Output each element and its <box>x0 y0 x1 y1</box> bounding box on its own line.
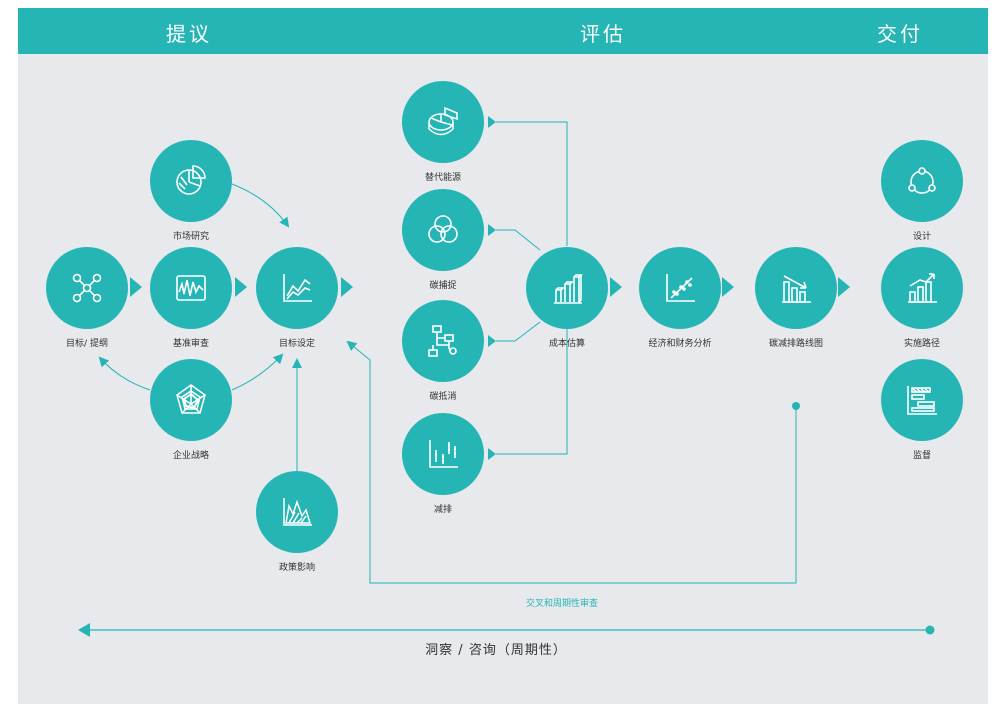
node-design[interactable] <box>881 140 963 222</box>
node-label: 政策影响 <box>278 563 316 573</box>
node-label: 经济和财务分析 <box>648 339 712 349</box>
chevron-arrow <box>722 277 734 297</box>
small-arrow <box>488 116 496 128</box>
node-implementation-path[interactable] <box>881 247 963 329</box>
chevron-arrow <box>341 277 353 297</box>
small-arrow <box>488 224 496 236</box>
node-label: 基准审查 <box>172 339 210 349</box>
rising-bar-icon <box>908 273 937 303</box>
phase-title-propose: 提议 <box>166 22 212 46</box>
node-label: 目标/ 提纲 <box>66 339 108 349</box>
node-label: 实施路径 <box>903 339 941 349</box>
cross-review-label: 交叉和周期性审查 <box>525 599 599 609</box>
node-label: 减排 <box>433 505 453 515</box>
node-carbon-offset[interactable] <box>402 300 484 382</box>
node-label: 碳抵消 <box>429 392 457 402</box>
edge-cross-review-loop <box>346 340 797 584</box>
small-arrow <box>488 335 496 347</box>
pie-chart-icon <box>176 165 206 195</box>
node-supervision[interactable] <box>881 359 963 441</box>
edge-strategy-to-target <box>231 353 284 391</box>
node-goals-outline[interactable] <box>46 247 128 329</box>
node-cost-estimate[interactable] <box>526 247 608 329</box>
node-economic-financial-analysis[interactable] <box>639 247 721 329</box>
chevron-arrow <box>235 277 247 297</box>
node-baseline-review[interactable] <box>150 247 232 329</box>
node-label: 市场研究 <box>172 232 210 242</box>
node-label: 目标设定 <box>278 339 316 349</box>
phase-title-assess: 评估 <box>580 22 626 46</box>
edge-reduction-to-cost <box>496 328 568 455</box>
node-emission-reduction[interactable] <box>402 413 484 495</box>
node-carbon-reduction-roadmap[interactable] <box>755 247 837 329</box>
node-policy-impact[interactable] <box>256 471 338 553</box>
small-arrow <box>488 448 496 460</box>
waveform-icon <box>176 275 206 301</box>
chevron-arrow <box>610 277 622 297</box>
node-target-setting[interactable] <box>256 247 338 329</box>
node-label: 监督 <box>912 451 932 461</box>
radar-chart-icon <box>176 384 206 414</box>
node-label: 企业战略 <box>172 451 210 461</box>
edge-capture-to-cost <box>496 229 541 251</box>
venn-icon <box>428 215 458 243</box>
node-label: 成本估算 <box>548 339 586 349</box>
node-label: 碳捕捉 <box>429 281 457 291</box>
phase-header-bar: 提议 评估 交付 <box>18 8 988 54</box>
declining-bar-icon <box>782 275 811 303</box>
bar-chart-3d-icon <box>554 274 583 304</box>
insight-label: 洞察 / 咨询（周期性） <box>425 643 567 658</box>
cross-review-start-dot <box>792 402 800 410</box>
candlestick-icon <box>429 440 458 468</box>
scatter-chart-icon <box>666 274 695 302</box>
insight-end-dot <box>925 625 935 635</box>
area-chart-icon <box>283 498 312 526</box>
edge-offset-to-cost <box>496 321 541 342</box>
phase-title-deliver: 交付 <box>877 22 923 46</box>
node-corporate-strategy[interactable] <box>150 359 232 441</box>
node-label: 设计 <box>912 232 932 242</box>
insight-arrow-head <box>78 623 90 637</box>
flowchart-icon <box>428 325 457 357</box>
node-alternative-energy[interactable] <box>402 81 484 163</box>
network-icon <box>72 273 102 303</box>
diagram-board: 提议 评估 交付 <box>18 8 988 704</box>
pie-3d-icon <box>428 106 458 136</box>
node-carbon-capture[interactable] <box>402 189 484 271</box>
edge-market-to-target <box>231 183 290 228</box>
node-market-research[interactable] <box>150 140 232 222</box>
node-label: 替代能源 <box>424 173 462 183</box>
trend-chart-icon <box>283 274 312 302</box>
chevron-arrow <box>130 277 142 297</box>
gantt-icon <box>907 386 937 415</box>
edge-altenergy-to-cost <box>496 121 568 246</box>
chevron-arrow <box>838 277 850 297</box>
node-label: 碳减排路线图 <box>768 339 824 349</box>
cycle-icon <box>908 167 936 194</box>
edge-strategy-to-goals <box>98 356 151 391</box>
